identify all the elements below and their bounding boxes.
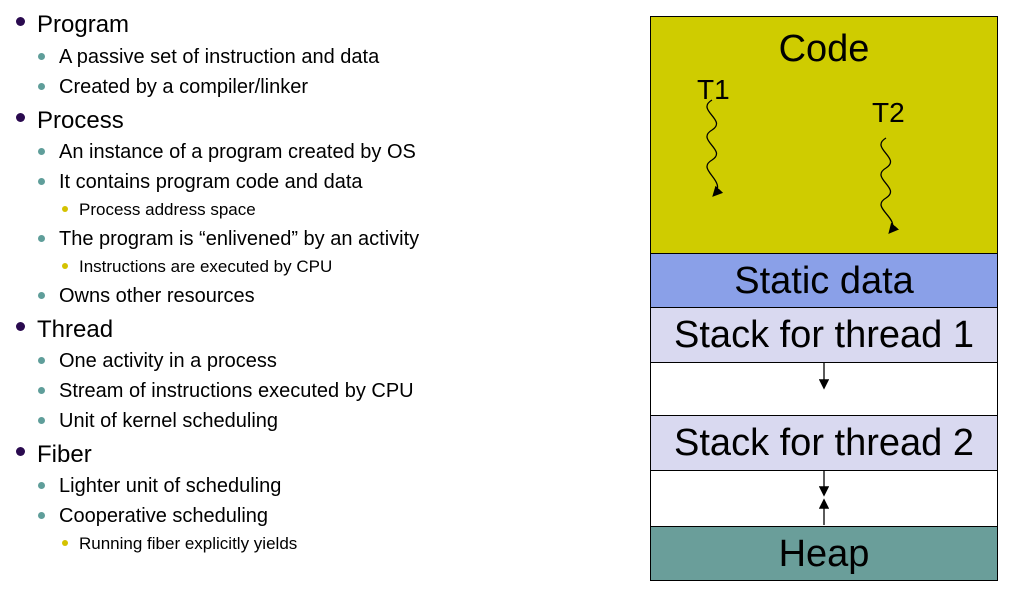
bullet-dot (38, 148, 45, 155)
bullet-item: One activity in a process (59, 350, 277, 372)
bullet-dot (38, 53, 45, 60)
bullet-dot (38, 417, 45, 424)
bullet-item: Created by a compiler/linker (59, 76, 308, 98)
bullet-dot (16, 17, 25, 26)
bullet-item: It contains program code and data (59, 171, 363, 193)
thread2-wavy-arrow (880, 137, 900, 234)
memory-layout-diagram: Code T1 T2 Static data Stack for thread … (650, 16, 1000, 581)
bullet-item: Cooperative scheduling (59, 505, 269, 527)
bullet-thread: Thread (37, 316, 114, 343)
bullet-subitem: Running fiber explicitly yields (79, 534, 298, 553)
bullet-dot (38, 357, 45, 364)
arrows-overlay (706, 99, 900, 525)
heap-label: Heap (778, 532, 870, 575)
bullet-list: Program A passive set of instruction and… (16, 11, 420, 553)
bullet-subitem: Process address space (79, 200, 256, 219)
bullet-dot (38, 178, 45, 185)
bullet-dot (62, 263, 68, 269)
bullet-item: Stream of instructions executed by CPU (59, 380, 414, 402)
static-data-label: Static data (734, 259, 914, 302)
thread1-label: T1 (697, 74, 730, 105)
bullet-item: Unit of kernel scheduling (59, 410, 279, 432)
bullet-item: A passive set of instruction and data (59, 46, 380, 68)
bullet-dot (38, 512, 45, 519)
bullet-item: Owns other resources (59, 285, 255, 307)
bullet-process: Process (37, 107, 124, 134)
bullet-item: Lighter unit of scheduling (59, 475, 282, 497)
bullet-dot (62, 206, 68, 212)
stack-thread1-label: Stack for thread 1 (674, 314, 974, 356)
code-label: Code (778, 28, 870, 70)
bullet-dot (38, 292, 45, 299)
code-segment: Code (650, 16, 998, 254)
bullet-dot (38, 235, 45, 242)
bullet-dot (16, 113, 25, 122)
bullet-dot (16, 322, 25, 331)
bullet-item: The program is “enlivened” by an activit… (59, 228, 420, 250)
stack-thread2-segment: Stack for thread 2 (650, 415, 998, 471)
bullet-fiber: Fiber (37, 441, 92, 468)
bullet-dot (38, 83, 45, 90)
bullet-dot (38, 387, 45, 394)
heap-segment: Heap (650, 526, 998, 581)
bullet-dot (38, 482, 45, 489)
stack-thread2-label: Stack for thread 2 (674, 422, 974, 464)
thread2-label: T2 (872, 97, 905, 128)
bullet-program: Program (37, 11, 130, 38)
bullet-dot (16, 447, 25, 456)
bullet-dot (62, 540, 68, 546)
bullet-item: An instance of a program created by OS (59, 141, 416, 163)
thread1-wavy-arrow (706, 99, 724, 197)
static-data-segment: Static data (650, 253, 998, 308)
bullet-subitem: Instructions are executed by CPU (79, 257, 333, 276)
